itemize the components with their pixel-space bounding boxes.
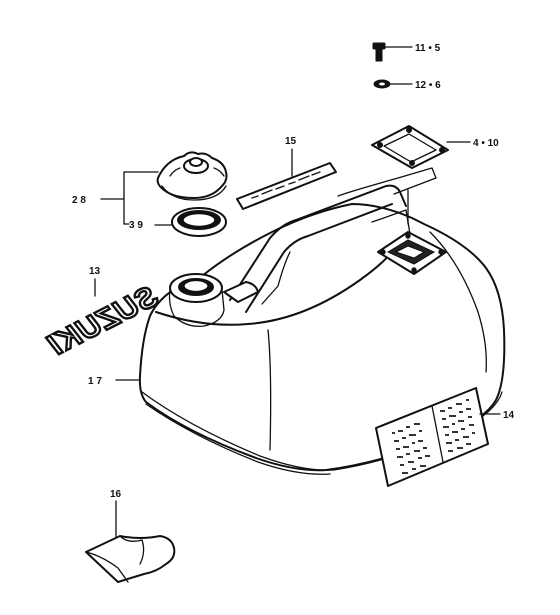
callout-11-5: 11 • 5 <box>415 43 441 54</box>
callout-1-7: 1 7 <box>88 376 102 387</box>
callout-2-8-leader <box>100 171 159 225</box>
callout-13: 13 <box>89 266 101 277</box>
pouch-part <box>85 535 176 583</box>
callout-14: 14 <box>503 410 515 421</box>
callout-4-10: 4 • 10 <box>473 138 499 149</box>
callout-3-9: 3 9 <box>129 220 143 231</box>
callout-16: 16 <box>110 489 122 500</box>
fuel-cap-part <box>156 151 228 201</box>
gasket-part <box>371 125 471 169</box>
cap-seal-ring-part <box>154 207 227 237</box>
callout-15: 15 <box>285 136 297 147</box>
callout-2-8: 2 8 <box>72 195 86 206</box>
warning-label-part <box>375 387 501 487</box>
fuel-tank-part <box>138 167 506 475</box>
decal-strip-part <box>236 148 337 210</box>
washer-part <box>373 79 413 89</box>
callout-12-6: 12 • 6 <box>415 80 441 91</box>
bolt-part <box>372 42 413 62</box>
